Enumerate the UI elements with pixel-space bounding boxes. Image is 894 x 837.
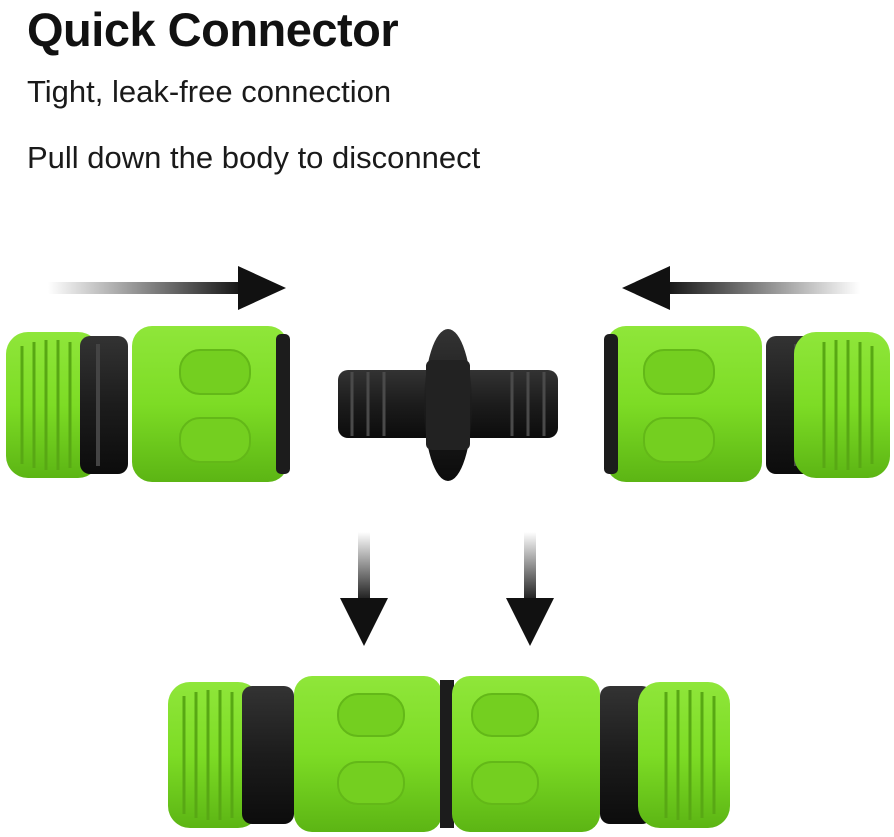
right-hose-connector <box>604 326 890 482</box>
arrow-down-icon <box>340 532 388 646</box>
arrow-right-icon <box>48 266 286 310</box>
arrow-down-icon <box>506 532 554 646</box>
feature-line-disconnect: Pull down the body to disconnect <box>27 140 481 175</box>
double-male-adapter <box>338 329 558 481</box>
arrow-left-icon <box>622 266 860 310</box>
assembled-connector <box>168 676 730 832</box>
feature-line-connection: Tight, leak-free connection <box>27 74 392 109</box>
left-hose-connector <box>6 326 290 482</box>
page-title: Quick Connector <box>27 3 399 56</box>
